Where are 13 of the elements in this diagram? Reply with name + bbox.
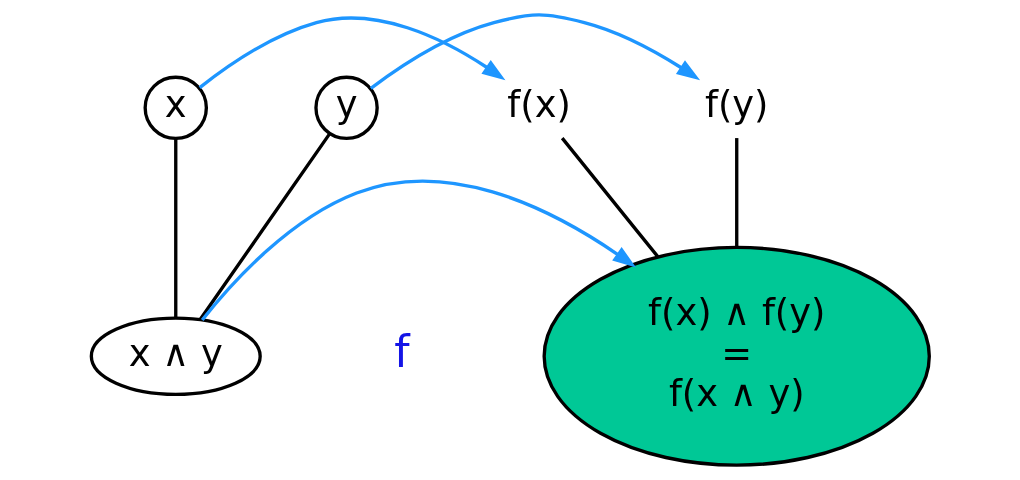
connector — [173, 139, 177, 318]
arrow — [369, 13, 700, 90]
node-circle: y — [313, 75, 379, 141]
node-circle: x — [143, 75, 208, 141]
connector — [560, 137, 659, 258]
connector — [734, 138, 738, 248]
arrow — [198, 16, 505, 89]
node-ellipse: x ∧ y — [89, 316, 262, 397]
connector — [198, 132, 331, 321]
arrow — [200, 179, 636, 322]
node-text: f(y) — [704, 83, 768, 127]
node-text: f(x) — [506, 83, 571, 127]
label: f — [393, 326, 409, 377]
